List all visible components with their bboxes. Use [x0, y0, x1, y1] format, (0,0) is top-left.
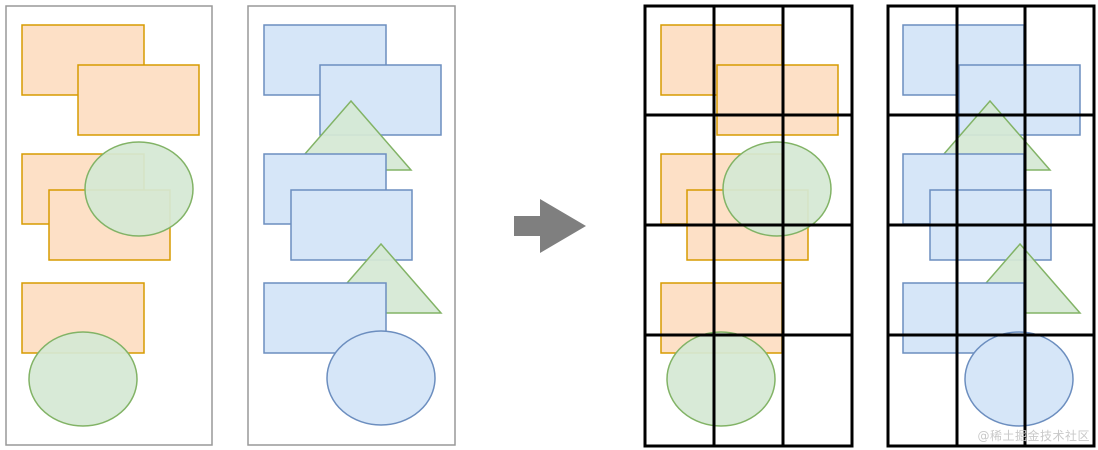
- right-panel-blue-grid: [886, 4, 1096, 448]
- left-panel-blue-shapes: [247, 5, 456, 446]
- blue-ellipse: [964, 331, 1074, 427]
- orange-rectangle: [77, 64, 200, 136]
- blue-ellipse: [326, 330, 436, 426]
- right-panel-orange-grid: [643, 4, 854, 448]
- partition-grid: [886, 4, 1096, 448]
- right-arrow-icon: [514, 199, 586, 253]
- green-ellipse: [28, 331, 138, 427]
- watermark-text: @稀土掘金技术社区: [977, 429, 1090, 443]
- blue-rectangle: [290, 189, 413, 261]
- left-panel-orange-shapes: [5, 5, 213, 446]
- orange-rectangle: [716, 64, 839, 136]
- green-ellipse: [84, 141, 194, 237]
- green-ellipse: [722, 141, 832, 237]
- partition-grid: [643, 4, 854, 448]
- orange-rectangle: [660, 282, 783, 354]
- green-ellipse: [666, 331, 776, 427]
